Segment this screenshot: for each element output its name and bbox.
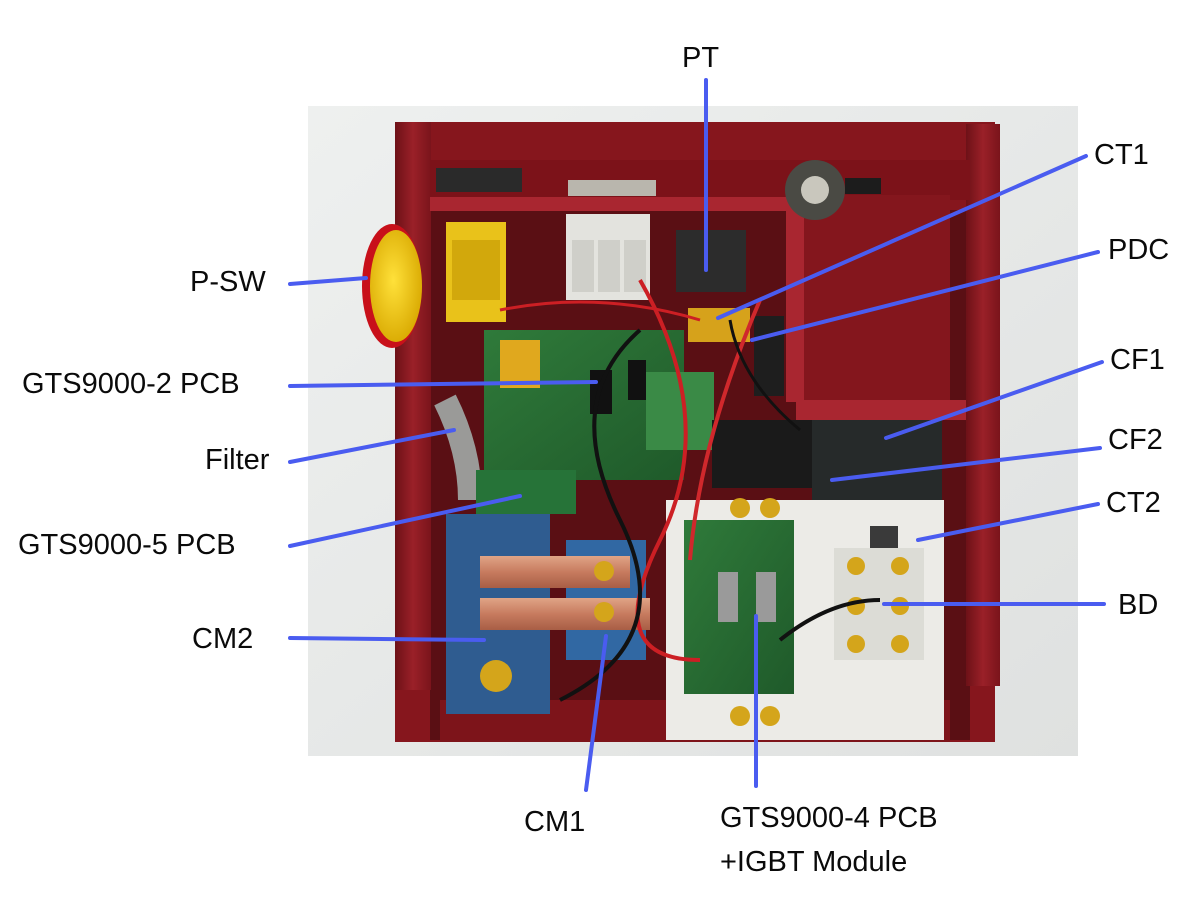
breaker-pole-2 bbox=[598, 240, 620, 292]
igbt-screw-4 bbox=[760, 706, 780, 726]
ct1-sensor bbox=[688, 308, 750, 342]
resistor-bank-1 bbox=[718, 572, 738, 622]
terminal-strip bbox=[436, 168, 522, 192]
label-ct2: CT2 bbox=[1106, 487, 1161, 519]
bd-screw-6 bbox=[891, 635, 909, 653]
label-igbt-module: +IGBT Module bbox=[720, 846, 908, 878]
ct2-sensor bbox=[870, 526, 898, 548]
red-wire-2 bbox=[688, 299, 762, 561]
terminal-screw-3 bbox=[594, 602, 614, 622]
bd-screw-5 bbox=[847, 635, 865, 653]
capacitor-cf2 bbox=[712, 420, 812, 488]
bd-screw-1 bbox=[847, 557, 865, 575]
ribbon-cable bbox=[434, 394, 482, 501]
copper-bus-2 bbox=[480, 598, 650, 630]
igbt-screw-1 bbox=[730, 498, 750, 518]
label-cm2: CM2 bbox=[192, 623, 254, 655]
label-cm1: CM1 bbox=[524, 806, 586, 838]
red-wire-1 bbox=[635, 279, 701, 662]
label-filter: Filter bbox=[205, 444, 270, 476]
label-cf1: CF1 bbox=[1110, 344, 1165, 376]
bd-screw-2 bbox=[891, 557, 909, 575]
leader-gts2 bbox=[288, 380, 598, 388]
terminal-screw-1 bbox=[480, 660, 512, 692]
leader-cf1 bbox=[884, 360, 1104, 440]
leader-cm2 bbox=[288, 636, 486, 642]
fan-cf1 bbox=[812, 420, 942, 500]
upper-frame-bar bbox=[430, 197, 800, 211]
power-switch-knob bbox=[370, 230, 422, 342]
pt-transformer bbox=[676, 230, 746, 292]
middle-shelf bbox=[796, 400, 966, 420]
leader-gts5 bbox=[288, 494, 522, 548]
leader-cf2 bbox=[830, 446, 1102, 482]
terminal-screw-2 bbox=[594, 561, 614, 581]
label-ct1: CT1 bbox=[1094, 139, 1149, 171]
gas-fitting bbox=[845, 178, 881, 194]
label-cf2: CF2 bbox=[1108, 424, 1163, 456]
label-bd: BD bbox=[1118, 589, 1159, 621]
gts9000-4-board bbox=[684, 520, 794, 694]
leader-ct2 bbox=[916, 502, 1100, 542]
label-gts9000-2-pcb: GTS9000-2 PCB bbox=[22, 368, 240, 400]
aux-transformer-core bbox=[452, 240, 500, 300]
heatsink-small bbox=[500, 340, 540, 388]
pdc-terminal bbox=[754, 316, 784, 396]
black-wire-1 bbox=[559, 328, 642, 702]
leader-p-sw bbox=[288, 276, 368, 286]
black-wire-3 bbox=[778, 598, 881, 642]
leader-cm1 bbox=[584, 634, 608, 792]
red-wire-3 bbox=[499, 300, 701, 322]
igbt-screw-3 bbox=[730, 706, 750, 726]
gts9000-5-board bbox=[476, 470, 576, 514]
label-pdc: PDC bbox=[1108, 234, 1170, 266]
resistor-bank-2 bbox=[756, 572, 776, 622]
leader-lines bbox=[288, 78, 1106, 792]
label-gts9000-4-pcb: GTS9000-4 PCB bbox=[720, 802, 938, 834]
breaker-pole-3 bbox=[624, 240, 646, 292]
label-p-sw: P-SW bbox=[190, 266, 266, 298]
board-chip-2 bbox=[628, 360, 646, 400]
left-side-wall bbox=[395, 122, 431, 690]
leader-pdc bbox=[750, 250, 1100, 342]
label-pt: PT bbox=[682, 42, 720, 74]
black-wire-2 bbox=[728, 319, 801, 432]
breaker-pole-1 bbox=[572, 240, 594, 292]
terminal-strip-2 bbox=[568, 180, 656, 196]
igbt-screw-2 bbox=[760, 498, 780, 518]
upper-frame-right bbox=[786, 197, 804, 402]
leader-filter bbox=[288, 428, 456, 464]
gas-solenoid-cap bbox=[801, 176, 829, 204]
label-gts9000-5-pcb: GTS9000-5 PCB bbox=[18, 529, 236, 561]
leader-ct1 bbox=[716, 154, 1088, 320]
